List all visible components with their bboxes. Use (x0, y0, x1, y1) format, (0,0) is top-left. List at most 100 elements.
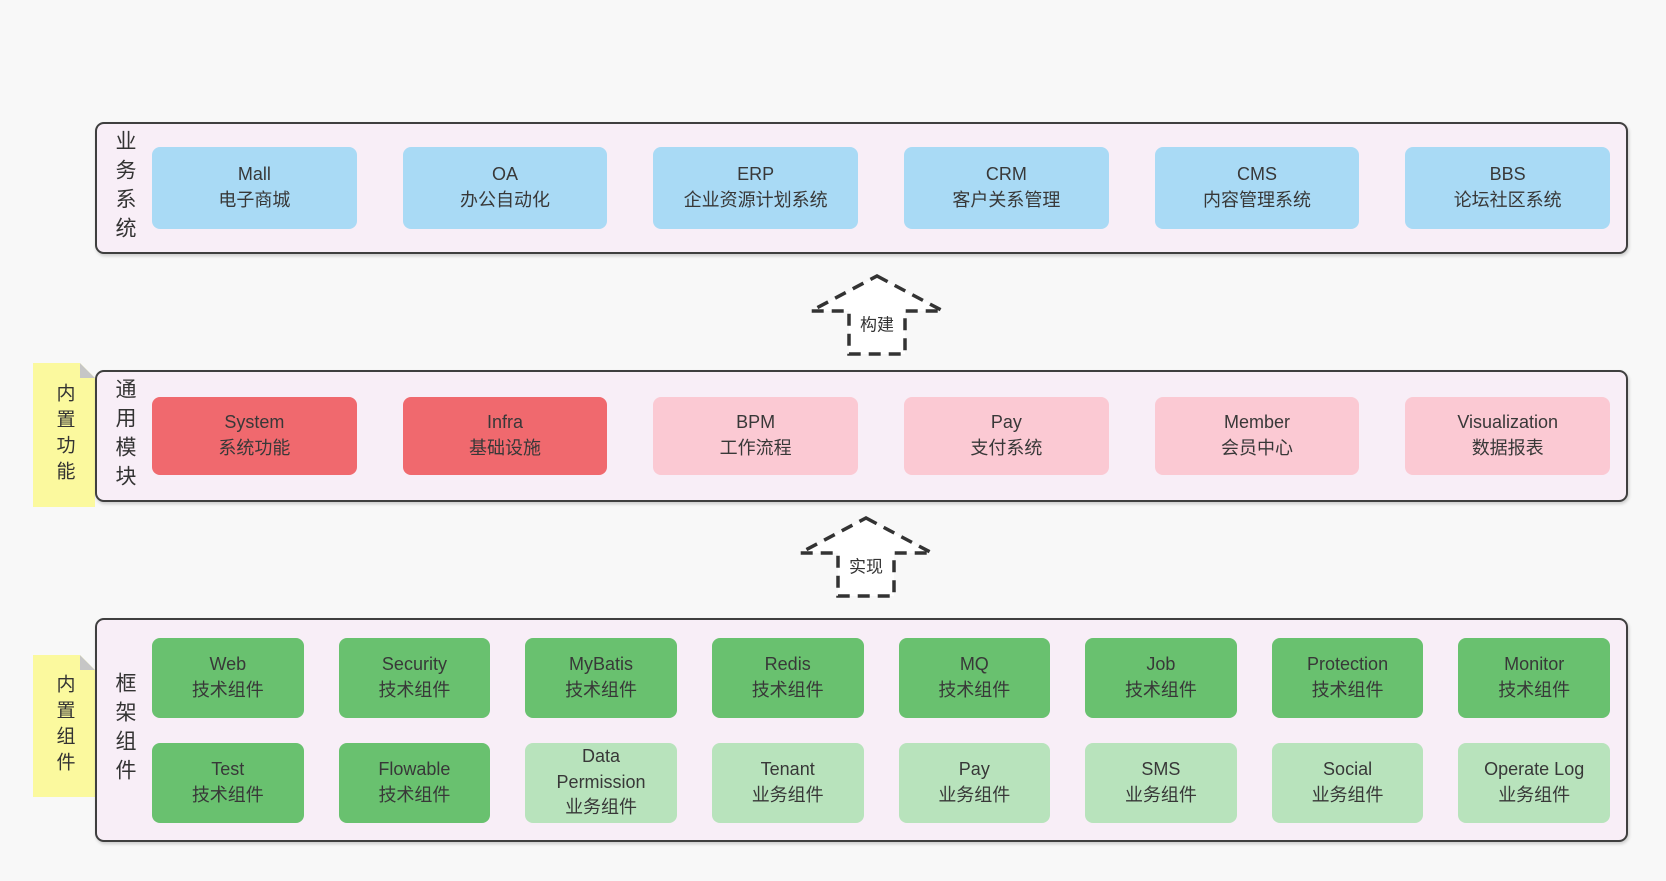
module-name-en: SMS (1141, 758, 1181, 779)
module-name-zh: 业务组件 (1124, 784, 1197, 805)
module-name-zh: 客户关系管理 (952, 190, 1061, 210)
module-name-en: Redis (764, 653, 811, 674)
module-row: Test 技术组件 Flowable 技术组件 Data Permission … (152, 742, 1610, 823)
module-name-zh: 技术组件 (191, 679, 264, 700)
note-fold-icon (80, 655, 95, 670)
box-infra: Infra 基础设施 (402, 397, 608, 475)
box-protection: Protection 技术组件 (1271, 637, 1424, 718)
module-name-zh: 业务组件 (938, 784, 1011, 805)
module-row: Web 技术组件 Security 技术组件 MyBatis 技术组件 Redi… (152, 637, 1610, 718)
box-web: Web 技术组件 (152, 637, 304, 718)
module-name-en: Security (381, 653, 447, 674)
module-name-en: Social (1323, 758, 1373, 779)
box-erp: ERP 企业资源计划系统 (653, 147, 859, 229)
box-bpm: BPM 工作流程 (653, 397, 859, 475)
box-test: Test 技术组件 (152, 742, 304, 823)
module-name-zh: 业务组件 (751, 784, 824, 805)
module-name-en: Monitor (1504, 653, 1565, 674)
module-name-en: OA (492, 164, 519, 185)
module-name-en: Visualization (1457, 412, 1559, 433)
module-row: Mall 电子商城 OA 办公自动化 ERP 企业资源计划系统 CRM 客户关系… (152, 147, 1611, 229)
box-pay: Pay 业务组件 (898, 742, 1051, 823)
module-name-zh: 技术组件 (1498, 679, 1571, 700)
module-name-zh: 电子商城 (218, 190, 291, 210)
module-name-en: System (224, 412, 285, 433)
module-name-en: Member (1224, 412, 1291, 433)
dashed-up-arrow-2: 实现 (796, 514, 936, 600)
module-name-zh: 基础设施 (469, 438, 541, 458)
module-name-zh: 数据报表 (1471, 438, 1544, 458)
module-name-zh: 工作流程 (719, 438, 792, 458)
note-fold-icon (80, 363, 95, 378)
module-name-zh: 技术组件 (1124, 679, 1197, 700)
box-social: Social 业务组件 (1271, 742, 1424, 823)
module-name-en: Tenant (760, 758, 815, 779)
band-label: 业务系统 (113, 130, 136, 246)
box-monitor: Monitor 技术组件 (1458, 637, 1610, 718)
sticky-note-label: 内置功能 (53, 383, 75, 487)
box-tenant: Tenant 业务组件 (711, 742, 864, 823)
sticky-note-3: 内置组件 (33, 655, 95, 797)
module-name-en: MQ (959, 653, 989, 674)
box-bbs: BBS 论坛社区系统 (1405, 147, 1611, 229)
arrow-label: 构建 (857, 310, 897, 336)
dashed-up-arrow-1: 构建 (807, 272, 947, 358)
module-name-en: MyBatis (569, 653, 634, 674)
module-name-zh: 业务组件 (1311, 784, 1384, 805)
sticky-note-label: 内置组件 (53, 674, 75, 778)
module-name-zh: 会员中心 (1221, 438, 1294, 458)
box-job: Job 技术组件 (1085, 637, 1237, 718)
module-name-zh: 支付系统 (970, 438, 1043, 458)
module-name-zh: 技术组件 (751, 679, 824, 700)
band-label: 框架组件 (113, 672, 136, 788)
module-name-zh: 业务组件 (1498, 784, 1571, 805)
box-mybatis: MyBatis 技术组件 (525, 637, 677, 718)
module-name-en: Operate Log (1484, 758, 1585, 779)
module-name-zh: 办公自动化 (460, 190, 550, 210)
module-name-en: BBS (1489, 164, 1526, 185)
module-name-zh: 论坛社区系统 (1453, 190, 1562, 210)
module-name-en: Infra (486, 412, 524, 433)
module-row: System 系统功能 Infra 基础设施 BPM 工作流程 Pay 支付系统… (152, 397, 1611, 475)
module-name-zh: 技术组件 (378, 784, 451, 805)
module-name-en: CMS (1237, 164, 1278, 185)
module-name-en: Protection (1307, 653, 1389, 674)
box-crm: CRM 客户关系管理 (904, 147, 1109, 229)
module-name-en: Mall (237, 164, 271, 185)
module-name-en: Job (1146, 653, 1176, 674)
box-operate-log: Operate Log 业务组件 (1458, 742, 1610, 823)
box-sms: SMS 业务组件 (1085, 742, 1237, 823)
module-name-zh: 技术组件 (1311, 679, 1384, 700)
module-name-en: ERP (737, 164, 775, 185)
module-name-en: Test (211, 758, 245, 779)
band-rows: Mall 电子商城 OA 办公自动化 ERP 企业资源计划系统 CRM 客户关系… (152, 124, 1626, 252)
module-name-en: Web (209, 653, 247, 674)
module-name-en: Pay (990, 412, 1022, 433)
box-mall: Mall 电子商城 (152, 147, 357, 229)
module-name-zh: 技术组件 (938, 679, 1011, 700)
box-member: Member 会员中心 (1154, 397, 1360, 475)
band-3: 框架组件 Web 技术组件 Security 技术组件 MyBatis 技术组件… (95, 618, 1628, 842)
box-pay: Pay 支付系统 (904, 397, 1109, 475)
box-flowable: Flowable 技术组件 (338, 742, 491, 823)
box-data-permission: Data Permission 业务组件 (525, 742, 677, 823)
module-name-zh: 技术组件 (191, 784, 264, 805)
module-name-en: CRM (985, 164, 1027, 185)
module-name-en: Pay (958, 758, 990, 779)
box-cms: CMS 内容管理系统 (1154, 147, 1360, 229)
band-rows: Web 技术组件 Security 技术组件 MyBatis 技术组件 Redi… (152, 620, 1626, 840)
band-1: 业务系统 Mall 电子商城 OA 办公自动化 ERP 企业资源计划系统 CRM… (95, 122, 1628, 254)
box-redis: Redis 技术组件 (711, 637, 864, 718)
band-label: 通用模块 (113, 378, 136, 494)
sticky-note-2: 内置功能 (33, 363, 95, 507)
box-mq: MQ 技术组件 (898, 637, 1051, 718)
box-visualization: Visualization 数据报表 (1405, 397, 1611, 475)
module-name-zh: 系统功能 (218, 438, 291, 458)
band-rows: System 系统功能 Infra 基础设施 BPM 工作流程 Pay 支付系统… (152, 372, 1626, 500)
box-security: Security 技术组件 (338, 637, 491, 718)
module-name-zh: 企业资源计划系统 (683, 190, 828, 210)
band-2: 通用模块 System 系统功能 Infra 基础设施 BPM 工作流程 Pay… (95, 370, 1628, 502)
module-name-zh: 技术组件 (565, 679, 638, 700)
module-name-zh: 内容管理系统 (1203, 190, 1312, 210)
